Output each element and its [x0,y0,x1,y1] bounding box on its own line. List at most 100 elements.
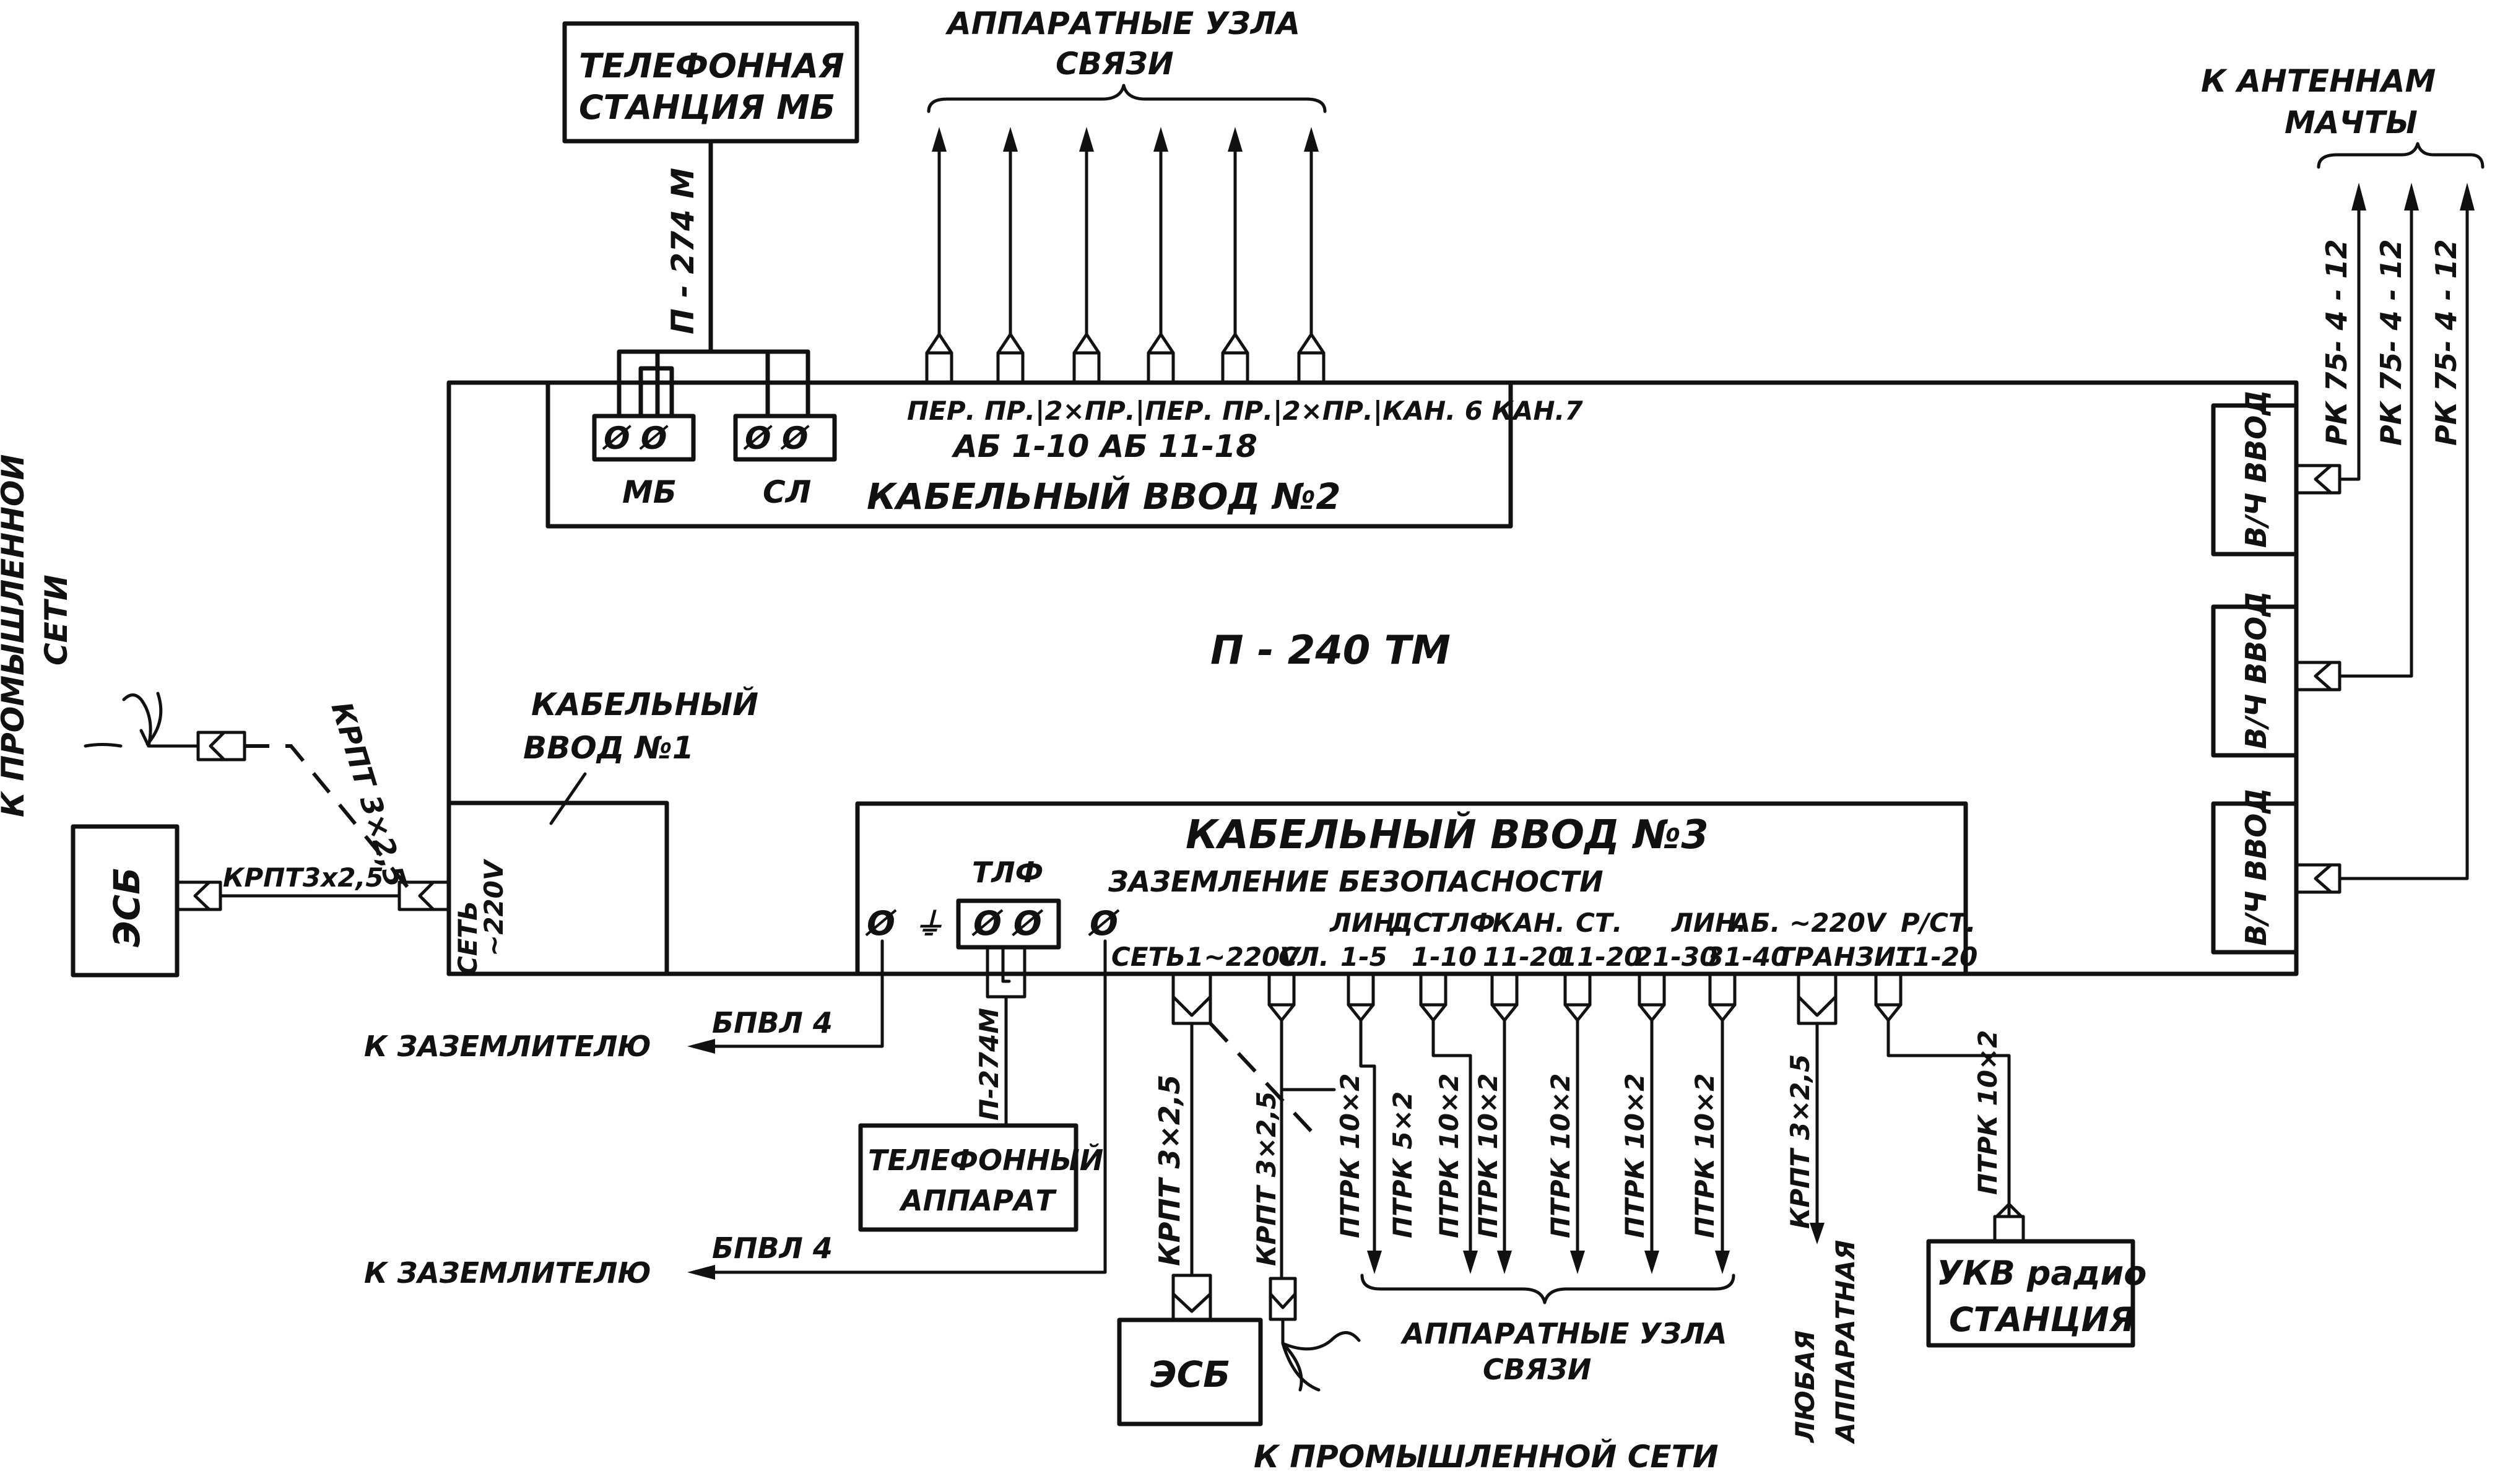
ground-2-label: К ЗАЗЕМЛИТЕЛЮ [364,1256,651,1290]
tlf-label: ТЛФ [972,856,1043,889]
conn-row1-rst: Р/СТ. [1901,908,1976,938]
ptrk-label-7: ПТРК 10×2 [1690,1074,1720,1238]
cable-entry-2-box [545,380,1513,529]
vhf-station-label-line2: СТАНЦИЯ [1949,1300,2135,1339]
bottom-group-brace [1360,1274,1735,1304]
top-group-label-line2: СВЯЗИ [1056,46,1174,82]
radio-connector [1874,972,2025,1243]
conn-row2-21-30: 21-30 [1634,942,1717,972]
p240tm-title: П - 240 ТМ [1210,628,1451,674]
conn-row1-220v: ~220V [1789,908,1888,938]
cable-entry-2-connector-labels: ПЕР. ПР.|2×ПР.|ПЕР. ПР.|2×ПР.|КАН. 6 КАН… [907,396,1583,426]
ground-terminal-1: Ø [865,904,897,943]
p274-cable-label: П - 274 М [665,168,701,334]
top-group-label-line1: АППАРАТНЫЕ УЗЛА [945,6,1300,41]
conn-row2-mains: СЕТЬ1~220V [1111,942,1302,972]
cable-entry-1-box [446,801,669,976]
cable-entry-1-label-line1: КАБЕЛЬНЫЙ [531,686,758,722]
bottom-industrial-network-label: К ПРОМЫШЛЕННОЙ СЕТИ [1254,1438,1719,1475]
cable-entry-1-pointer [549,772,587,825]
conn-row1-lin: ЛИН. [1329,908,1405,938]
bottom-group-label-line2: СВЯЗИ [1483,1353,1591,1386]
cable-entry-1-label-line2: ВВОД №1 [523,730,694,766]
any-equipment-label-line2: АППАРАТНАЯ [1830,1240,1860,1444]
top-connector-3 [1072,127,1101,384]
bottom-industrial-prongs [1281,1317,1361,1392]
ptrk-connectors [1347,972,1737,1274]
left-esb-label: ЭСБ [106,867,148,947]
vhf-station-box [1926,1239,2135,1348]
antenna-cable-label-1: РК 75- 4 - 12 [2320,239,2353,446]
telephone-station-label-line2: СТАНЦИЯ МБ [579,88,835,127]
terminal-mb-label: МБ [622,474,677,510]
conn-row2-1-5: 1-5 [1340,942,1387,972]
ptrk-label-2: ПТРК 5×2 [1387,1091,1418,1238]
ptrk-5 [1638,972,1666,1274]
antenna-cable-label-3: РК 75- 4 - 12 [2429,239,2463,446]
cable-entry-3-row2: СЕТЬ1~220V СЛ. 1-5 1-10 11-20 11-20 21-3… [1111,942,1977,972]
tlf-terminal-block [956,898,1061,950]
left-krpt-horizontal-label: КРПТ3х2,5 [223,862,384,893]
safety-ground-label: ЗАЗЕМЛЕНИЕ БЕЗОПАСНОСТИ [1108,865,1604,898]
cable-entry-2-title: КАБЕЛЬНЫЙ ВВОД №2 [867,475,1341,518]
conn-row1-kan: КАН. [1492,908,1565,938]
top-connector-4 [1147,127,1175,384]
mains-label: СЕТЬ [453,901,483,975]
hf-entry-label-1: В/Ч ВВОД [2239,390,2273,548]
terminal-sl-screws: Ø Ø [743,420,810,456]
telephone-set-label-line2: АППАРАТ [899,1184,1057,1217]
top-connectors [925,127,1326,384]
antenna-cable-label-2: РК 75- 4 - 12 [2374,239,2408,446]
conn-row1-st: СТ. [1576,908,1622,938]
top-connector-5 [1221,127,1249,384]
ground-symbol: ⏚ [913,906,944,942]
bottom-esb-box [1117,1317,1263,1426]
terminal-sl-label: СЛ [763,474,811,510]
bpvl-2-label: БПВЛ 4 [712,1231,833,1265]
conn-row2-kan: 11-20 [1483,942,1566,972]
top-connector-6 [1297,127,1326,384]
cable-entry-3-box [855,801,1968,976]
ptrk-4 [1563,972,1592,1274]
ground-1-label: К ЗАЗЕМЛИТЕЛЮ [364,1030,651,1063]
transit-krpt-label: КРПТ 3×2,5 [1785,1054,1815,1229]
bottom-esb-label: ЭСБ [1150,1353,1230,1395]
ptrk-label-6: ПТРК 10×2 [1620,1074,1650,1238]
conn-row2-rst: 11-20 [1895,942,1977,972]
ptrk-label-4: ПТРК 10×2 [1473,1074,1503,1238]
bpvl-1-label: БПВЛ 4 [712,1006,833,1039]
radio-ptrk-label: ПТРК 10×2 [1973,1030,2003,1195]
cable-entry-3-row1: ЛИН. ДС. ТЛФ КАН. СТ. ЛИН. АБ. ~220V Р/С… [1329,908,1976,938]
left-industrial-network-line1: К ПРОМЫШЛЕННОЙ [0,454,31,817]
telephone-set-box [858,1123,1079,1232]
transit-connector [1797,972,1838,1244]
terminal-mb-screws: Ø Ø [602,420,669,456]
ground-terminal-2: Ø [1088,904,1120,943]
ptrk-1 [1347,972,1382,1274]
conn-row1-ab: АБ. [1729,908,1780,938]
bottom-krpt-left-label: КРПТ 3×2,5 [1153,1075,1186,1266]
antenna-brace [2317,142,2485,169]
terminal-sl-block [733,414,837,462]
hf-entry-label-3: В/Ч ВВОД [2239,788,2273,946]
left-esb-connector [175,880,222,911]
ground-arrow-2 [687,1265,715,1280]
conn-row2-31-40: 31-40 [1706,942,1789,972]
bottom-group-label-line1: АППАРАТНЫЕ УЗЛА [1400,1317,1727,1350]
conn-row1-tlf: ТЛФ [1430,908,1495,938]
ground-line-2 [695,939,1107,1274]
bottom-mains-connector [1171,972,1321,1277]
hf-entry-label-2: В/Ч ВВОД [2239,591,2273,749]
bottom-sl-connector [1267,972,1336,1280]
ground-line-1 [695,939,884,1048]
antenna-title-line2: МАЧТЫ [2285,105,2418,141]
cable-entry-2-connector-groups: АБ 1-10 АБ 11-18 [951,428,1257,464]
left-industrial-network-line2: СЕТИ [38,575,74,666]
antenna-entries: В/Ч ВВОД В/Ч ВВОД В/Ч ВВОД [2211,390,2299,955]
telephone-station-label-line1: ТЕЛЕФОННАЯ [579,46,844,85]
conn-row1-ds: ДС. [1389,908,1442,938]
top-connector-1 [925,127,953,384]
bottom-krpt-right-label: КРПТ 3×2,5 [1251,1091,1282,1266]
cable-entry-3-title: КАБЕЛЬНЫЙ ВВОД №3 [1186,811,1709,858]
ground-arrow-1 [687,1039,715,1054]
